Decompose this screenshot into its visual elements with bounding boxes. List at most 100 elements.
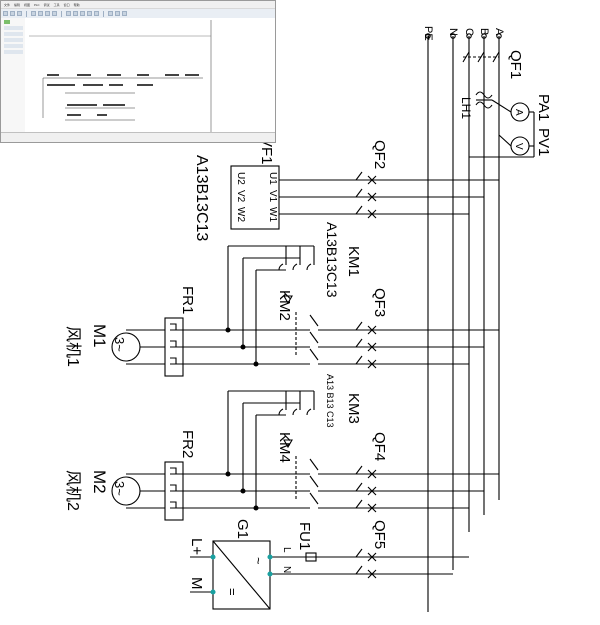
inset-menu-item[interactable]: 文件 <box>4 2 11 7</box>
km1-label: KM1 <box>345 246 362 277</box>
inset-ladder-editor[interactable] <box>25 18 275 135</box>
bus-pe-label: PE <box>422 26 434 41</box>
bus-c-label: C <box>463 28 475 36</box>
qf3-branch <box>318 321 499 369</box>
inset-project-tree <box>1 18 26 142</box>
vf1-output-label: A13B13C13 <box>193 155 210 241</box>
software-screenshot-inset: 文件 编辑 视图 PLC 调试 工具 窗口 帮助 <box>0 0 276 143</box>
fu1-label: FU1 <box>296 522 313 550</box>
inset-toolbar-button[interactable] <box>10 11 15 16</box>
inset-toolbar-button[interactable] <box>45 11 50 16</box>
inset-menubar: 文件 编辑 视图 PLC 调试 工具 窗口 帮助 <box>1 1 275 9</box>
qf5-branch <box>270 548 469 579</box>
inset-toolbar-button[interactable] <box>66 11 71 16</box>
pv1-label: PV1 <box>535 128 552 156</box>
inset-toolbar-button[interactable] <box>38 11 43 16</box>
inset-toolbar-button[interactable] <box>17 11 22 16</box>
inset-tree-item[interactable] <box>4 44 23 48</box>
vf1-u1-label: U1 <box>267 172 278 185</box>
vf1-v2-label: V2 <box>235 190 246 203</box>
km3-terminals-label: A13 B13 C13 <box>325 374 335 428</box>
km4-label: KM4 <box>276 432 293 463</box>
inset-toolbar-separator <box>103 10 104 17</box>
inset-menu-item[interactable]: 调试 <box>43 2 50 7</box>
m2-name-label: 风机2 <box>64 470 82 511</box>
inset-ladder-diagram <box>25 18 275 135</box>
m1-label: M1 <box>90 324 109 348</box>
inset-toolbar-button[interactable] <box>94 11 99 16</box>
qf2-label: QF2 <box>371 140 388 169</box>
vf1-w1-label: W1 <box>267 207 278 222</box>
km-interlock-triangle-2 <box>283 439 293 449</box>
inset-menu-item[interactable]: 编辑 <box>14 2 21 7</box>
inset-toolbar-separator <box>26 10 27 17</box>
vf1-w2-label: W2 <box>235 207 246 222</box>
vf1-u2-label: U2 <box>235 172 246 185</box>
inset-tree-item[interactable] <box>4 26 23 30</box>
inset-toolbar-button[interactable] <box>80 11 85 16</box>
km4-contactor <box>295 456 319 505</box>
m1-motor <box>111 332 141 362</box>
fu1-fuse <box>305 552 317 562</box>
inset-status-bar <box>1 132 275 142</box>
inset-toolbar-button[interactable] <box>31 11 36 16</box>
km1-terminals-label: A13B13C13 <box>324 222 340 298</box>
inset-tree-item[interactable] <box>4 50 23 54</box>
l-plus-label: L+ <box>188 538 205 555</box>
fr1-label: FR1 <box>179 286 196 314</box>
m2-label: M2 <box>90 470 109 494</box>
m2-phase-label: 3~ <box>112 481 127 496</box>
m-output-label: M <box>188 577 205 590</box>
inset-tree-item[interactable] <box>4 20 10 24</box>
g1-dc-symbol: = <box>225 588 240 596</box>
lh1-label: LH1 <box>459 97 473 119</box>
km1-contactor <box>278 246 315 271</box>
qf4-branch <box>318 465 499 513</box>
pa1-label: PA1 <box>535 94 552 121</box>
bus-b-label: B <box>478 28 490 35</box>
vf1-label: VF1 <box>258 137 275 165</box>
inset-toolbar-button[interactable] <box>122 11 127 16</box>
km2-label: KM2 <box>276 290 293 321</box>
inset-toolbar-button[interactable] <box>108 11 113 16</box>
qf3-label: QF3 <box>371 288 388 317</box>
km3-contactor <box>278 391 315 416</box>
vf1-inverter-box <box>230 165 280 230</box>
qf1-label: QF1 <box>507 50 524 79</box>
fr2-label: FR2 <box>179 430 196 458</box>
pv1-voltmeter <box>469 112 535 158</box>
inset-toolbar-button[interactable] <box>52 11 57 16</box>
bus-a-label: A <box>493 28 505 36</box>
inset-menu-item[interactable]: PLC <box>34 2 40 7</box>
voltmeter-symbol: V <box>513 143 524 150</box>
inset-toolbar-button[interactable] <box>115 11 120 16</box>
vf1-v1-label: V1 <box>267 190 278 203</box>
ammeter-symbol: A <box>513 109 524 116</box>
inset-toolbar-button[interactable] <box>87 11 92 16</box>
inset-menu-item[interactable]: 工具 <box>53 2 60 7</box>
n-input-label: N <box>281 566 292 573</box>
lh1-current-transformer <box>475 91 493 109</box>
l-input-label: L <box>281 547 292 553</box>
g1-label: G1 <box>234 519 251 539</box>
km3-label: KM3 <box>345 393 362 424</box>
inset-menu-item[interactable]: 帮助 <box>73 2 80 7</box>
m1-name-label: 风机1 <box>64 326 82 367</box>
inset-menu-item[interactable]: 视图 <box>24 2 31 7</box>
qf5-label: QF5 <box>371 520 388 549</box>
km-interlock-triangle-1 <box>283 295 293 305</box>
inset-toolbar-separator <box>61 10 62 17</box>
bus-n-label: N <box>447 28 459 36</box>
inset-tree-item[interactable] <box>4 38 23 42</box>
qf4-label: QF4 <box>371 432 388 461</box>
g1-ac-symbol: ~ <box>251 557 266 565</box>
inset-toolbar-button[interactable] <box>73 11 78 16</box>
inset-toolbar-button[interactable] <box>3 11 8 16</box>
inset-tree-item[interactable] <box>4 32 23 36</box>
pa1-ammeter <box>491 99 534 122</box>
qf1-breaker <box>462 51 500 63</box>
km2-contactor <box>295 312 319 361</box>
qf2-branch <box>279 171 499 219</box>
inset-menu-item[interactable]: 窗口 <box>63 2 70 7</box>
